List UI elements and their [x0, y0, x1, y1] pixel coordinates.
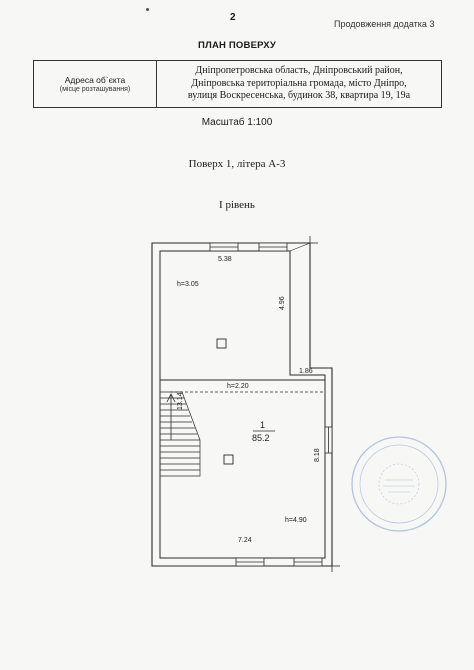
stair — [160, 391, 201, 477]
address-line-3: вулиця Воскресенська, будинок 38, кварти… — [187, 90, 411, 102]
address-line-2: Дніпровська територіальна громада, місто… — [191, 77, 407, 89]
window-right — [324, 426, 333, 454]
dim-top-width: 5.38 — [218, 256, 232, 263]
address-table: Адреса об`єкта (місце розташування) Дніп… — [33, 60, 442, 108]
dim-step-width: 1.86 — [299, 368, 313, 375]
dim-bottom-width: 7.24 — [238, 537, 252, 544]
dim-right-upper: 4.96 — [279, 296, 286, 310]
column-lower — [223, 454, 234, 465]
window-top-left — [209, 242, 239, 252]
address-label-note: (місце розташування) — [59, 86, 131, 93]
page-number: 2 — [230, 12, 236, 23]
address-value-cell: Дніпропетровська область, Дніпровський р… — [157, 61, 441, 107]
address-label-cell: Адреса об`єкта (місце розташування) — [34, 61, 157, 107]
height-mezzanine: h=2.20 — [227, 383, 249, 390]
wall-ticks — [306, 236, 340, 572]
height-upper: h=3.05 — [177, 281, 199, 288]
room-area: 85.2 — [252, 433, 270, 443]
floor-label: Поверх 1, літера А-3 — [188, 158, 286, 170]
window-top-right — [258, 242, 288, 252]
stamp-seal — [351, 436, 447, 532]
address-label: Адреса об`єкта — [64, 75, 126, 85]
dim-stair-length: 13.14 — [177, 392, 184, 410]
address-line-1: Дніпропетровська область, Дніпровський р… — [195, 65, 403, 77]
level-label: І рівень — [219, 199, 255, 211]
height-lower: h=4.90 — [285, 517, 307, 524]
window-bottom-left — [235, 557, 265, 567]
room-number: 1 — [260, 420, 265, 430]
plan-title: ПЛАН ПОВЕРХУ — [198, 40, 276, 51]
continuation-note: Продовження додатка 3 — [334, 19, 435, 29]
scan-speck — [146, 8, 149, 11]
column-upper — [216, 338, 227, 349]
dim-right-lower: 8.18 — [314, 448, 321, 462]
window-bottom-right — [293, 557, 323, 567]
scale-label: Масштаб 1:100 — [201, 117, 273, 128]
